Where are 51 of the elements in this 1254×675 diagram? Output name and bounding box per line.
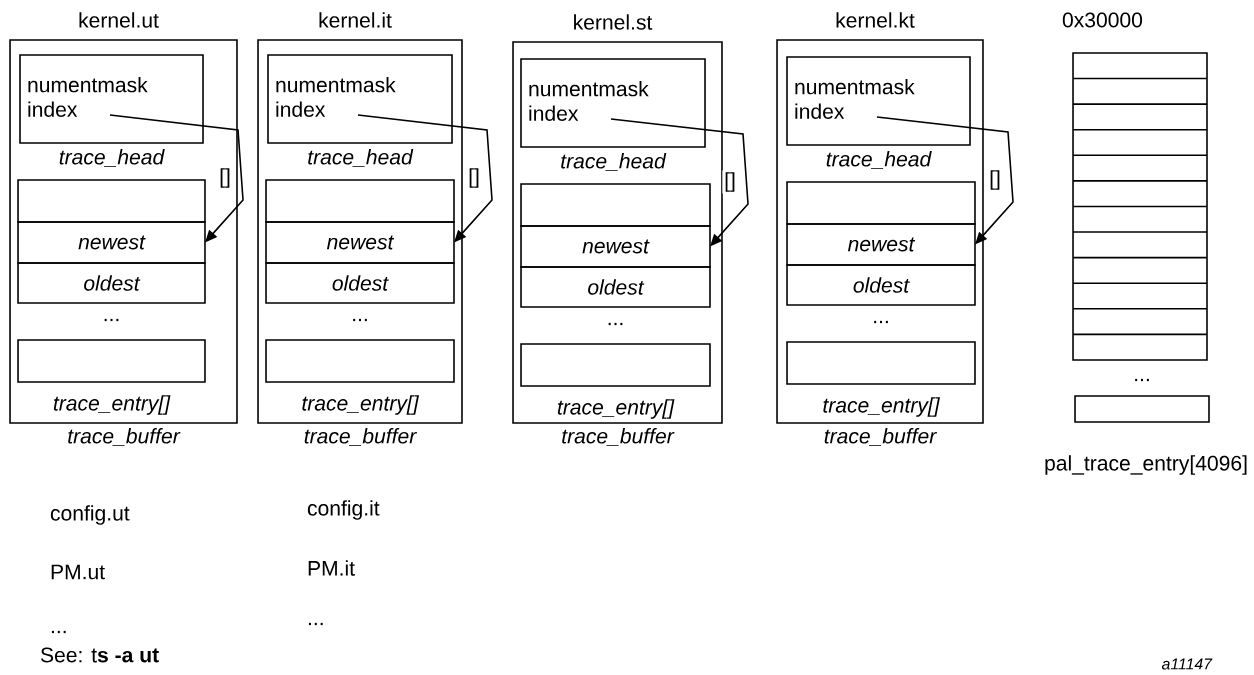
entry-box: oldest xyxy=(17,262,206,304)
ellipsis: ... xyxy=(353,318,367,322)
struct-caption: trace_head xyxy=(308,149,414,167)
file-name: PM.ut xyxy=(51,564,105,580)
file-name: config.ut xyxy=(50,505,130,525)
ellipsis: ... xyxy=(874,320,888,324)
entry-box: oldest xyxy=(786,264,976,306)
panel-title: kernel.it xyxy=(319,12,392,28)
entry-box xyxy=(786,181,976,225)
edge-label: [] xyxy=(469,168,479,188)
struct-box: numentmask index xyxy=(520,58,706,148)
array-label: trace_entry[] xyxy=(302,395,419,415)
entry-box: newest xyxy=(17,221,206,264)
entry-box xyxy=(17,179,206,223)
ellipsis: ... xyxy=(104,318,119,322)
ellipsis: ... xyxy=(308,622,323,626)
entry-box: newest xyxy=(520,225,711,268)
entry-box: newest xyxy=(786,223,976,266)
struct-caption: trace_head xyxy=(826,151,932,169)
edge-label: [] xyxy=(725,172,735,192)
array-label: pal_trace_entry[4096] xyxy=(1045,455,1247,475)
file-name: PM.it xyxy=(308,560,355,576)
panel-caption: trace_buffer xyxy=(824,428,937,446)
entry-box: oldest xyxy=(520,266,711,308)
panel-title: kernel.kt xyxy=(836,12,915,28)
array-label: trace_entry[] xyxy=(557,399,675,419)
edge-label: [] xyxy=(990,170,1000,190)
panel-caption: trace_buffer xyxy=(304,428,417,446)
array-label: trace_entry[] xyxy=(823,397,940,417)
edge-label: [] xyxy=(220,168,230,188)
array-label: trace_entry[] xyxy=(53,395,171,415)
struct-box: numentmask index xyxy=(19,54,204,144)
file-name: config.it xyxy=(307,500,380,520)
ellipsis: ... xyxy=(1135,378,1149,382)
struct-box: numentmask index xyxy=(267,54,453,144)
entry-box: newest xyxy=(265,221,455,264)
panel-caption: trace_buffer xyxy=(562,428,675,446)
panel-title: kernel.ut xyxy=(79,12,159,28)
struct-caption: trace_head xyxy=(561,153,667,171)
entry-box xyxy=(265,179,455,223)
entry-box: oldest xyxy=(265,262,455,304)
struct-box: numentmask index xyxy=(786,56,971,146)
address-label: 0x30000 xyxy=(1062,12,1143,28)
command-note: See: ts -a ut xyxy=(40,647,159,663)
figure-id: a11147 xyxy=(1161,658,1213,670)
ellipsis: ... xyxy=(608,322,623,326)
panel-title: kernel.st xyxy=(574,14,653,30)
panel-caption: trace_buffer xyxy=(68,428,181,446)
struct-caption: trace_head xyxy=(59,149,165,167)
entry-box xyxy=(520,183,711,227)
ellipsis: ... xyxy=(51,630,66,634)
